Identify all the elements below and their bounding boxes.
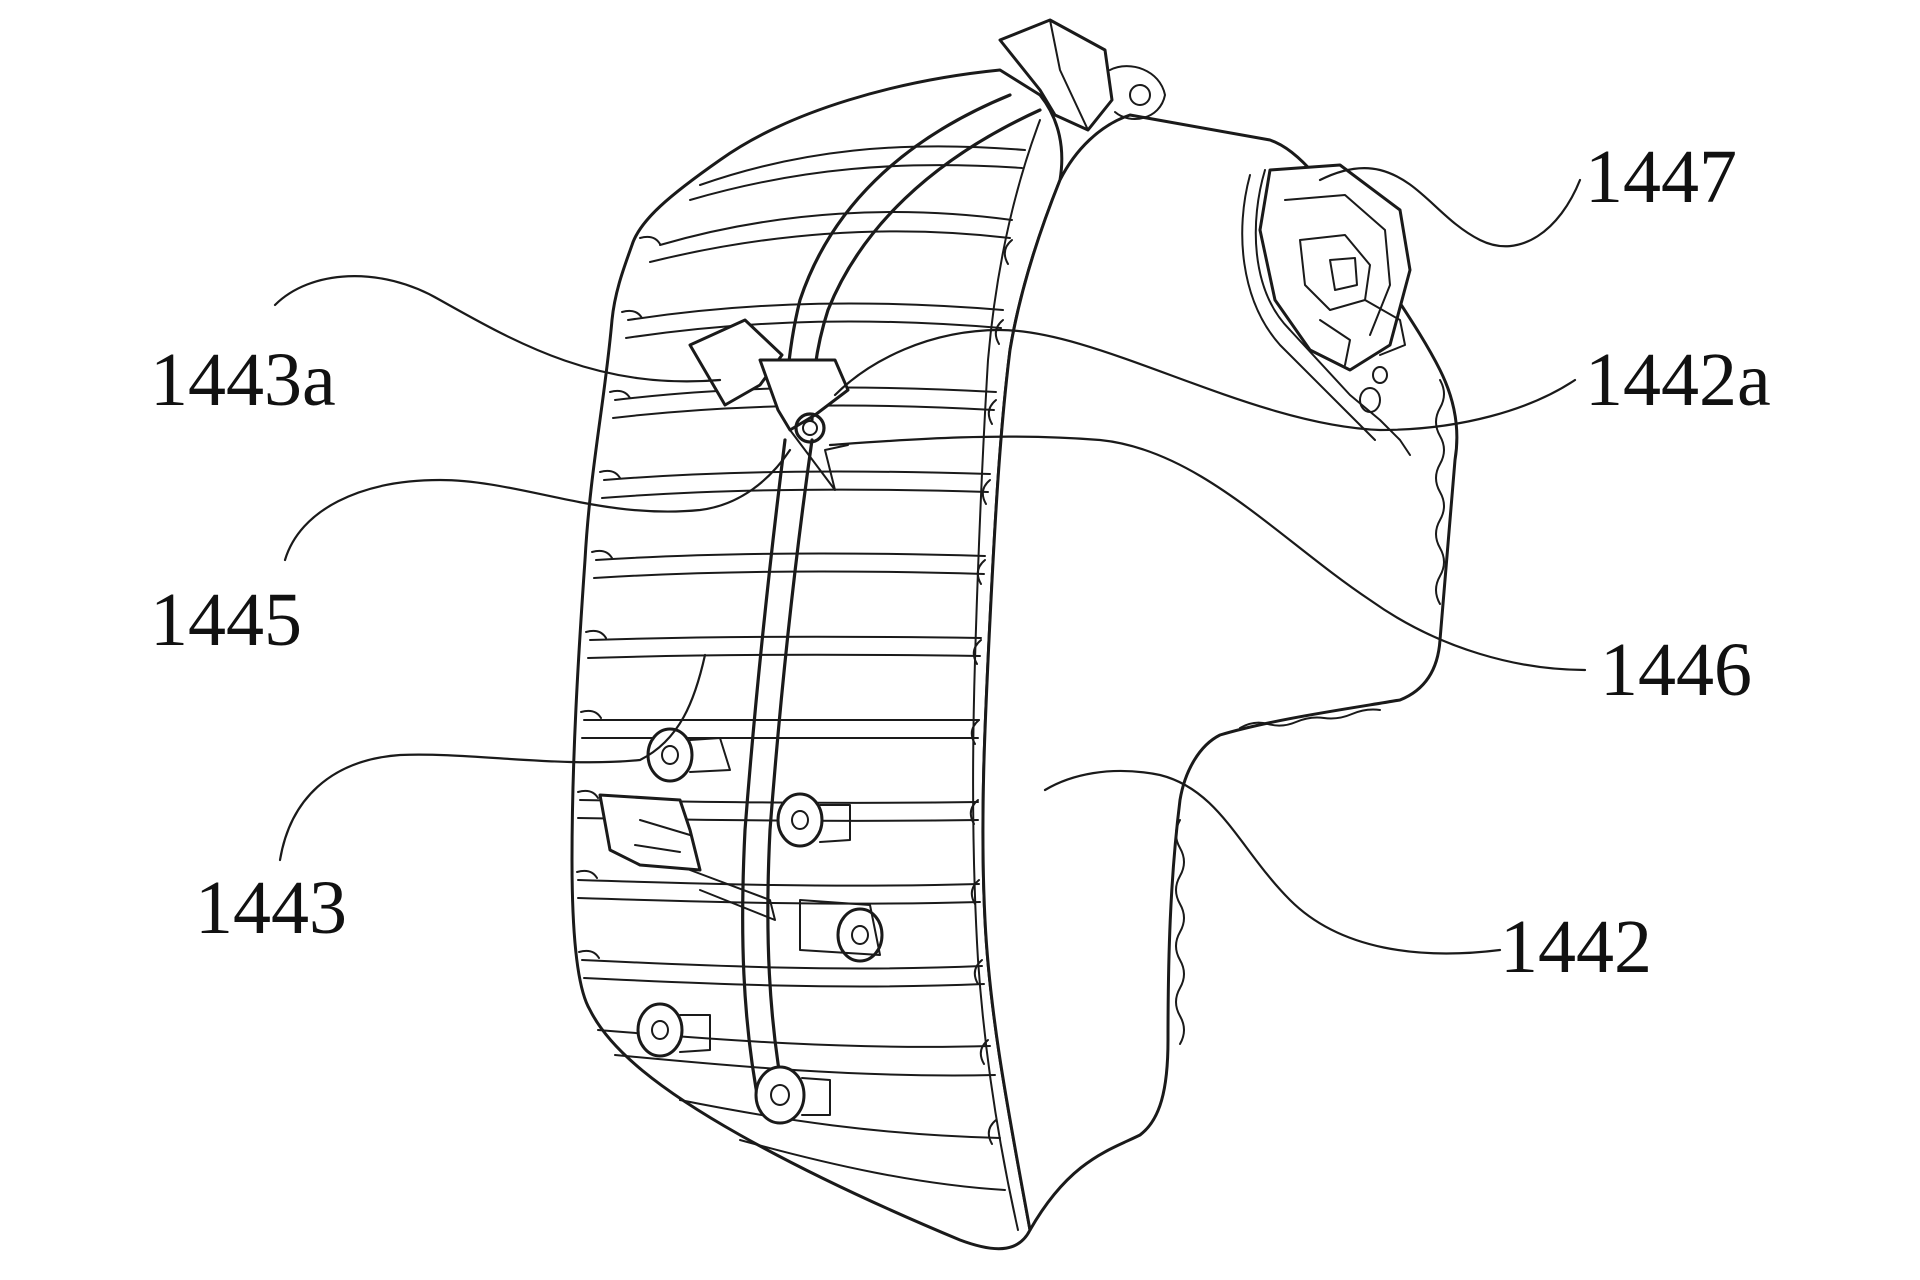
mounting-bosses [598, 727, 884, 1125]
connector [1241, 163, 1412, 456]
leader-1443a [273, 275, 722, 383]
clip-bracket [688, 318, 850, 491]
label-1443a: 1443a [150, 338, 336, 422]
leader-1447 [1318, 166, 1582, 248]
horizontal-ribs [577, 145, 1026, 1191]
side-wall-outline [981, 113, 1459, 1232]
bracket-hole [1129, 84, 1151, 106]
strap-channel [741, 18, 1166, 1112]
strap-top-bracket [998, 18, 1114, 132]
leader-1443 [278, 653, 707, 862]
label-1442: 1442 [1500, 905, 1652, 989]
boss-3 [799, 899, 884, 963]
housing-body [570, 68, 1459, 1251]
side-wall-edge-bumps [1175, 379, 1445, 1045]
reference-labels: 1447 1443a 1442a 1445 1446 1443 1442 [150, 135, 1771, 989]
leader-1442a [833, 328, 1577, 432]
boss-5 [754, 1065, 831, 1125]
label-1445: 1445 [150, 578, 302, 662]
leader-1446 [828, 435, 1587, 672]
leader-1442 [1043, 769, 1502, 955]
leader-lines [273, 166, 1587, 955]
clip-hole [794, 412, 826, 444]
label-1443: 1443 [195, 866, 347, 950]
label-1447: 1447 [1585, 135, 1737, 219]
leader-1445 [283, 448, 792, 562]
left-edge-notches [576, 235, 661, 959]
boss-2 [776, 792, 851, 848]
label-1442a: 1442a [1585, 338, 1771, 422]
boss-4 [636, 1002, 711, 1058]
label-1446: 1446 [1600, 628, 1752, 712]
